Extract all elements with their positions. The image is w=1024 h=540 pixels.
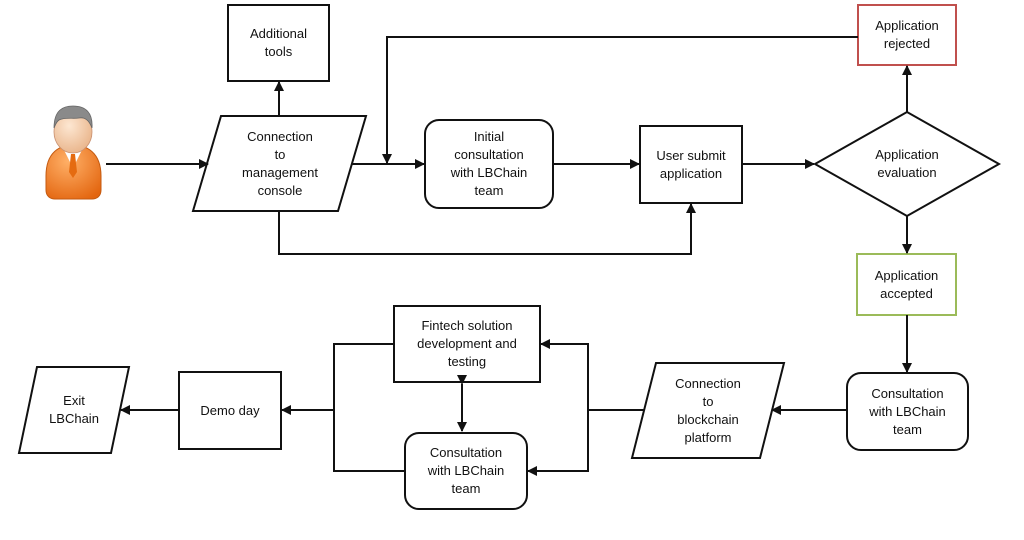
- application-evaluation-diamond: [812, 110, 1002, 218]
- fintech-solution-label: Fintech solution development and testing: [417, 318, 517, 369]
- additional-tools-label: Additional tools: [249, 26, 308, 59]
- arrow-connection-to-submit: [278, 203, 696, 255]
- exit-lbchain-parallelogram: [17, 366, 131, 454]
- connection-management-parallelogram: [191, 115, 368, 212]
- consultation-bottom-label: Consultation with LBChain team: [427, 445, 505, 496]
- initial-consultation-label: Initial consultation with LBChain team: [450, 129, 528, 198]
- arrow-junction-to-consultation: [527, 410, 589, 476]
- exit-lbchain-label: Exit LBChain: [49, 393, 99, 426]
- connection-blockchain-label: Connection to blockchain platform: [675, 375, 741, 445]
- connectors: [106, 36, 912, 476]
- consultation-right-label: Consultation with LBChain team: [869, 385, 946, 437]
- line-fintech-to-left: [333, 343, 405, 472]
- demo-day-label: Demo day: [200, 402, 260, 418]
- user-icon: [45, 105, 102, 200]
- consultation-right-box: [846, 372, 969, 451]
- application-rejected-label: Application rejected: [875, 18, 939, 51]
- connection-blockchain-parallelogram: [630, 362, 786, 459]
- user-submit-label: User submit application: [656, 147, 726, 181]
- application-accepted-label: Application accepted: [874, 267, 939, 301]
- arrow-rejected-loop: [382, 36, 858, 164]
- connection-management-label: Connection to management console: [242, 128, 318, 198]
- application-evaluation-label: Application evaluation: [875, 147, 939, 180]
- arrow-junction-to-fintech: [540, 339, 589, 410]
